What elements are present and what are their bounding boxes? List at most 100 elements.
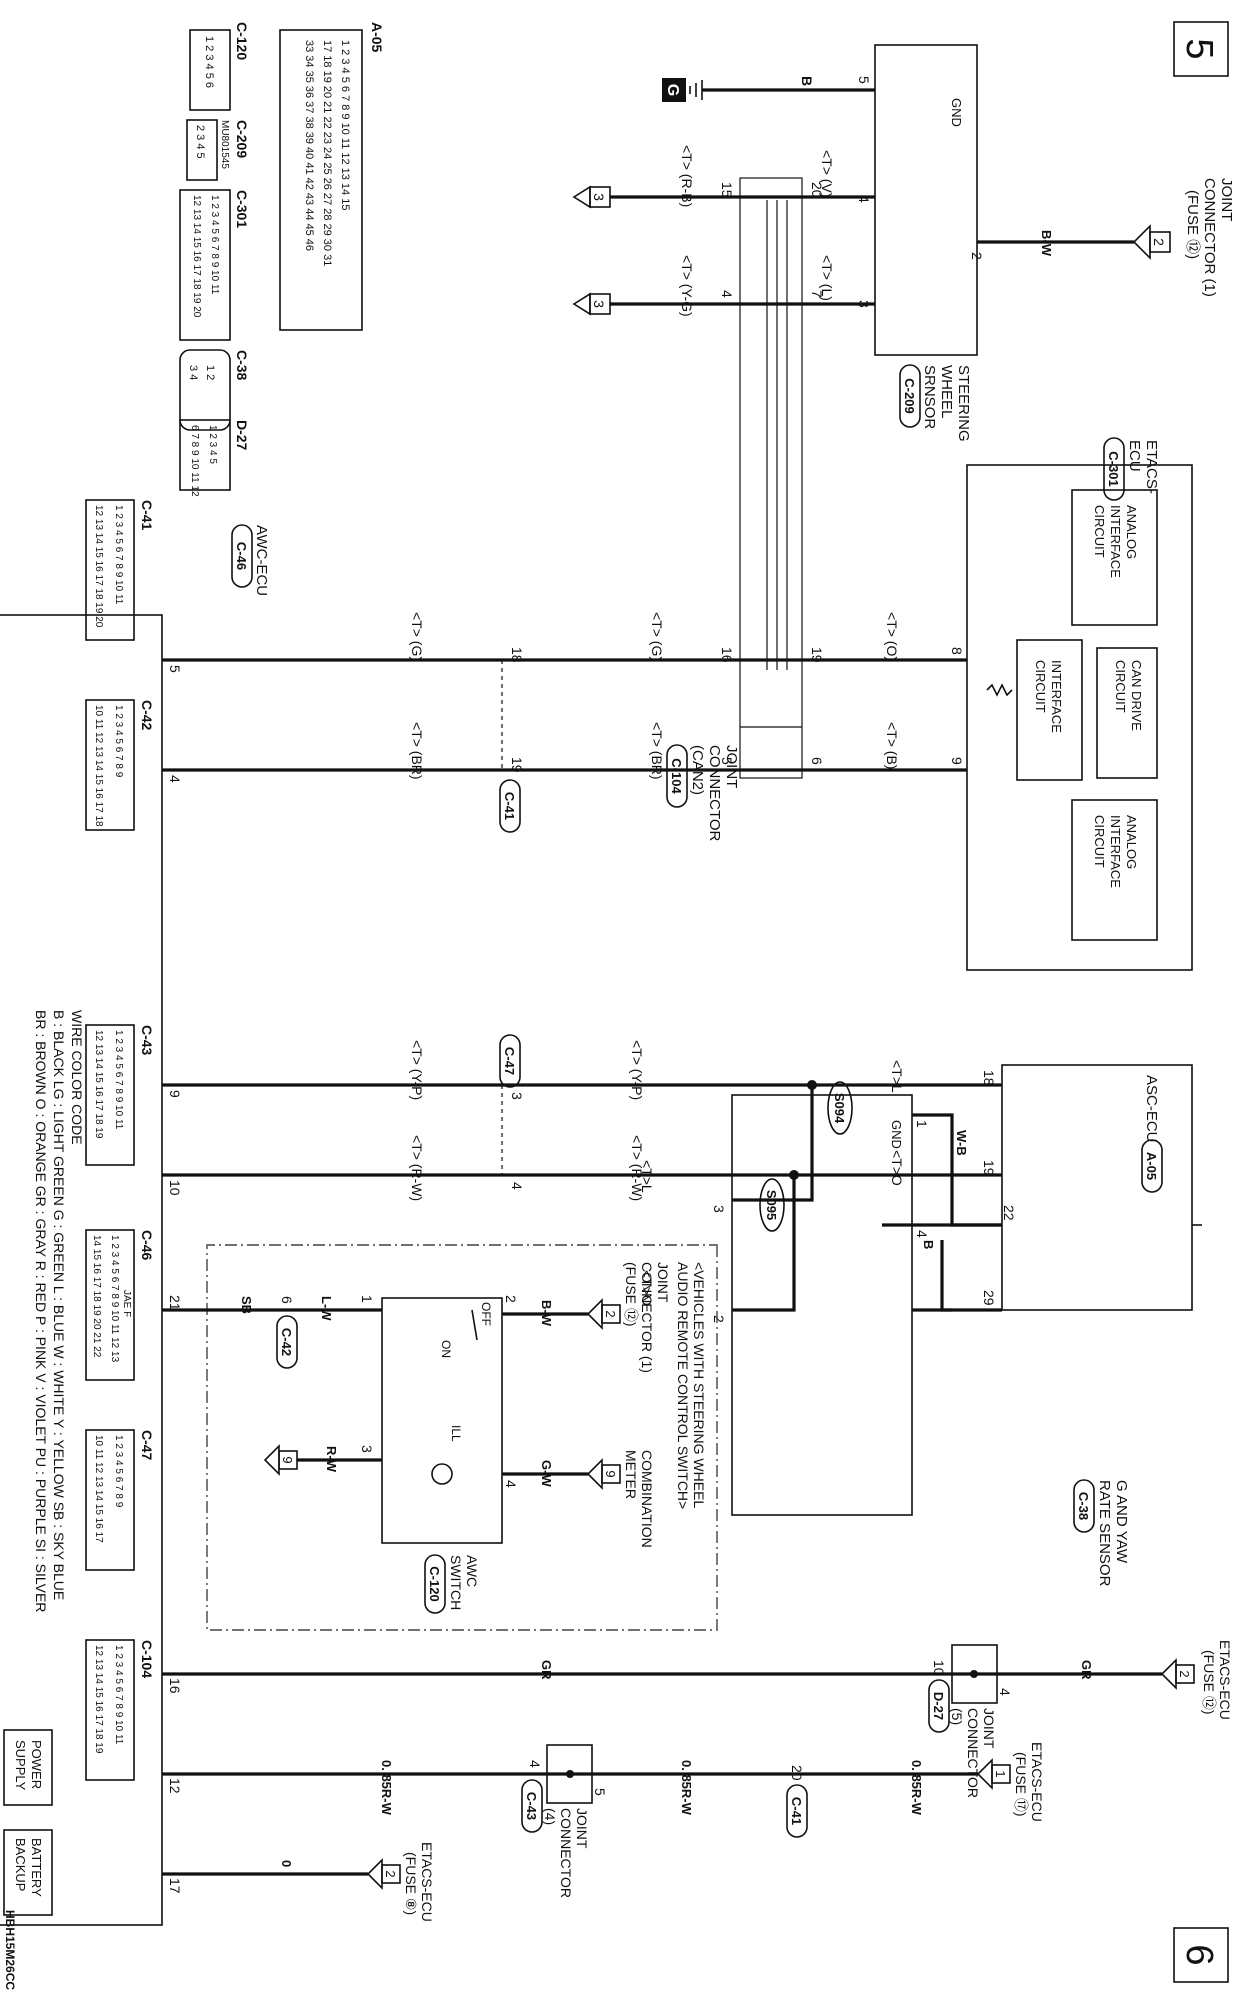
svg-text:C-104: C-104 — [139, 1640, 155, 1678]
badge-c38 — [1073, 1479, 1095, 1533]
svg-text:SRNSOR: SRNSOR — [921, 365, 938, 429]
svg-text:C-301: C-301 — [234, 190, 250, 228]
wire-label-to: <T> (O) — [884, 612, 900, 661]
svg-text:(CAN2): (CAN2) — [689, 745, 706, 795]
svg-text:C-43: C-43 — [139, 1025, 155, 1056]
svg-text:MU801545: MU801545 — [219, 120, 230, 169]
pin-6-can2: 6 — [809, 757, 825, 765]
pin-2-gyaw: 2 — [711, 1315, 727, 1323]
svg-text:12 13 14 15 16 17 18 19: 12 13 14 15 16 17 18 19 — [93, 1030, 104, 1139]
svg-text:1 2 3 4 5 6 7 8 9 10 11: 1 2 3 4 5 6 7 8 9 10 11 — [209, 195, 220, 295]
pin-29-asc: 29 — [981, 1290, 997, 1306]
wire-label-085rw-a: 0. 85R-W — [909, 1760, 924, 1816]
badge-c43-text: C-43 — [524, 1792, 539, 1820]
pin-3-gyaw: 3 — [711, 1205, 727, 1213]
svg-text:(FUSE ⑫): (FUSE ⑫) — [623, 1262, 639, 1327]
badge-c104 — [666, 744, 688, 808]
wire-label-typ-2: <T> (Y-P) — [409, 1040, 425, 1100]
pin-3-sw: 3 — [359, 1445, 375, 1453]
wire-label-gr-2: GR — [539, 1660, 554, 1680]
wire-label-bw-2: B-W — [539, 1300, 554, 1327]
svg-text:SWITCH: SWITCH — [448, 1555, 464, 1610]
svg-text:STEERING: STEERING — [955, 365, 972, 442]
page-number-right: 6 — [1178, 1944, 1220, 1965]
badge-c46-text: C-46 — [234, 542, 249, 570]
pin-5-gnd: 5 — [856, 76, 872, 84]
page-number-left: 5 — [1178, 38, 1220, 59]
svg-text:INTERFACE: INTERFACE — [1108, 505, 1123, 578]
svg-text:BATTERY: BATTERY — [29, 1838, 44, 1897]
pin-5-can2: 5 — [719, 757, 735, 765]
ref-1: 1 — [993, 1770, 1008, 1777]
joint-connector-can2-label: JOINT CONNECTOR (CAN2) — [689, 745, 740, 842]
wire-label-tyg: <T> (Y-G) — [679, 255, 695, 317]
pin-10-awc: 10 — [167, 1180, 183, 1196]
svg-text:B : BLACK LG : LIGHT GREEN: B : BLACK LG : LIGHT GREEN G : GREEN L :… — [51, 1010, 67, 1600]
pin-4-sws: 4 — [856, 195, 872, 203]
analog-interface-right-box — [1071, 799, 1158, 941]
svg-text:ETACS-ECU: ETACS-ECU — [419, 1842, 435, 1922]
pin-9-awc: 9 — [167, 1090, 183, 1098]
asc-ecu-label: ASC-ECU — [1143, 1075, 1160, 1143]
svg-text:CAN DRIVE: CAN DRIVE — [1129, 660, 1144, 731]
joint-connector-4-box — [546, 1744, 593, 1804]
pin-22-asc: 22 — [1001, 1205, 1017, 1221]
svg-text:C-120: C-120 — [234, 22, 250, 60]
svg-text:6 7 8 9 10 11 12: 6 7 8 9 10 11 12 — [189, 425, 200, 497]
badge-c301 — [1103, 437, 1125, 501]
g-yaw-sensor-label: G AND YAW RATE SENSOR — [1096, 1480, 1130, 1587]
pin-18-asc: 18 — [981, 1070, 997, 1086]
svg-text:12 13 14 15 16 17 18 19 20: 12 13 14 15 16 17 18 19 20 — [191, 195, 202, 318]
svg-text:(FUSE ⑫): (FUSE ⑫) — [1201, 1650, 1217, 1715]
ground-g-box — [662, 78, 686, 102]
svg-text:ANALOG: ANALOG — [1124, 815, 1139, 869]
svg-text:INTERFACE: INTERFACE — [1108, 815, 1123, 888]
svg-text:C-41: C-41 — [139, 500, 155, 531]
pin-1-sw: 1 — [359, 1295, 375, 1303]
pin-15-can2: 15 — [719, 182, 735, 198]
steering-wheel-sensor-label: STEERING WHEEL SRNSOR — [921, 365, 972, 442]
awc-ecu-box — [0, 614, 163, 1926]
wire-label-b-2: B — [921, 1240, 936, 1249]
badge-c209 — [899, 364, 921, 428]
connector-pinouts-right: C-41 1 2 3 4 5 6 7 8 9 10 11 12 13 14 15… — [85, 499, 155, 1781]
svg-text:CONNECTOR: CONNECTOR — [965, 1708, 981, 1798]
svg-text:SUPPLY: SUPPLY — [13, 1740, 28, 1791]
svg-text:ETACS-: ETACS- — [1143, 440, 1160, 494]
ref-3-b: 3 — [591, 300, 607, 308]
ground-g-mark: G — [664, 84, 681, 96]
svg-text:C-38: C-38 — [234, 350, 250, 381]
svg-text:1 2 3 4 5 6 7 8 9 10 11: 1 2 3 4 5 6 7 8 9 10 11 — [113, 505, 124, 605]
svg-text:(4): (4) — [542, 1808, 558, 1825]
wire-label-085rw-b: 0. 85R-W — [679, 1760, 694, 1816]
wire-label-tbr-2: <T> (BR) — [409, 722, 425, 780]
ref-2-d: 2 — [383, 1870, 398, 1877]
combination-meter-label: COMBINATION METER — [623, 1450, 655, 1548]
svg-text:33 34 35 36 37 38 39 40 41 42: 33 34 35 36 37 38 39 40 41 42 43 44 45 4… — [303, 40, 315, 251]
pin-21-awc: 21 — [167, 1295, 183, 1311]
svg-text:<VEHICLES WITH STEERING WHEEL: <VEHICLES WITH STEERING WHEEL — [691, 1262, 707, 1508]
pin-17-awc: 17 — [167, 1878, 183, 1894]
badge-c301-text: C-301 — [1106, 451, 1121, 486]
ref-3-a: 3 — [591, 193, 607, 201]
joint-connector-1-label-b: JOINT CONNECTOR (1) (FUSE ⑫) — [623, 1262, 671, 1373]
wire-label-tv: <T> (V) — [819, 150, 835, 197]
svg-text:POWER: POWER — [29, 1740, 44, 1789]
wire-label-085rw-c: 0. 85R-W — [379, 1760, 394, 1816]
switch-contact-icon — [471, 1309, 478, 1341]
svg-text:14 15 16 17 18 19 20 21 22: 14 15 16 17 18 19 20 21 22 — [91, 1235, 102, 1358]
svg-text:G AND YAW: G AND YAW — [1113, 1480, 1130, 1564]
badge-c42 — [276, 1315, 298, 1369]
power-supply-box — [3, 1729, 53, 1806]
pin-18-c41: 18 — [509, 647, 525, 663]
svg-text:WHEEL: WHEEL — [938, 365, 955, 418]
svg-text:ETACS-ECU: ETACS-ECU — [1217, 1640, 1233, 1720]
svg-text:CONNECTOR (1): CONNECTOR (1) — [1201, 178, 1218, 297]
wire-label-tbr: <T> (BR) — [649, 722, 665, 780]
interface-circuit-box — [1016, 639, 1083, 781]
battery-backup-box — [3, 1829, 53, 1916]
wire-label-tl2-b: <T>L — [639, 1160, 655, 1193]
badge-c41-b — [786, 1784, 808, 1838]
svg-text:C-42: C-42 — [139, 700, 155, 731]
